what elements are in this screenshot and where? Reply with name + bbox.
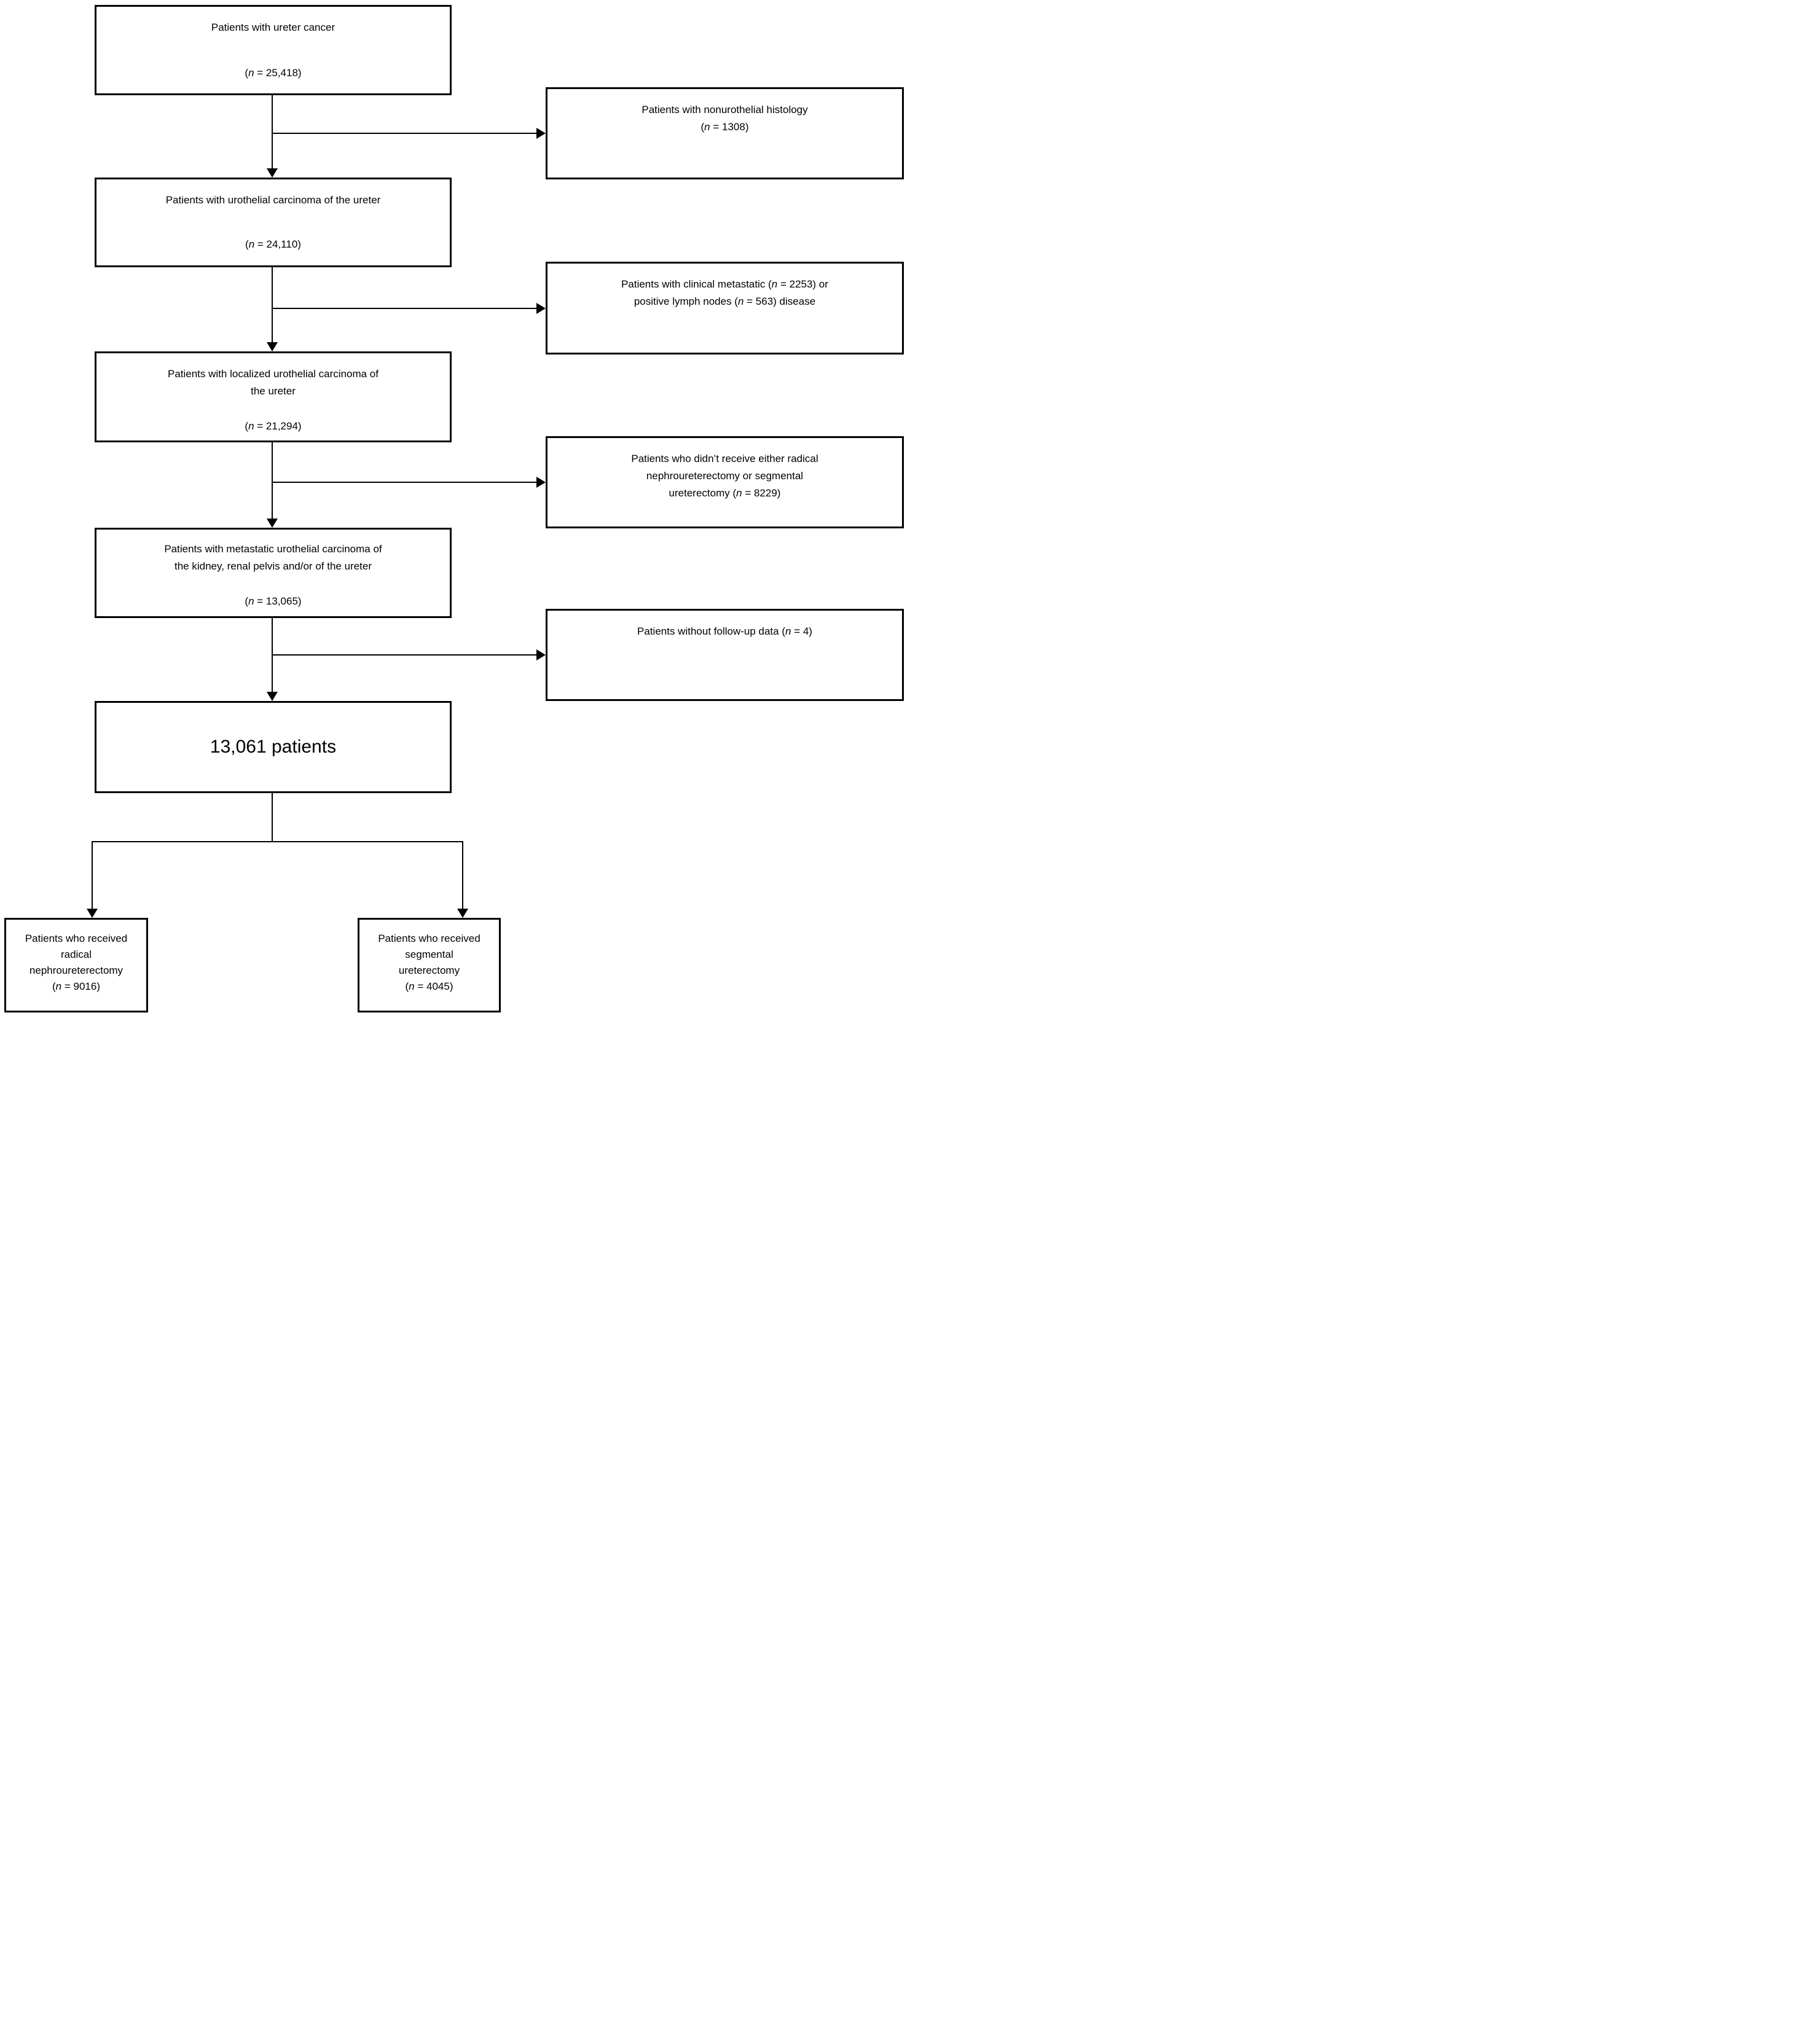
box-excluded-no-surgery: Patients who didn’t receive either radic… [546,436,904,528]
connector-horizontal [272,654,537,656]
down-arrowhead [267,519,278,528]
box-text-line: Patients with metastatic urothelial carc… [164,543,382,555]
box-text-line: segmental [405,949,453,960]
box-count: (n = 13,065) [245,595,302,607]
connector-vertical [272,442,273,519]
box-localized-urothelial-carcinoma: Patients with localized urothelial carci… [95,351,452,442]
box-excluded-no-followup: Patients without follow-up data (n = 4) [546,609,904,701]
box-count: (n = 4045) [405,981,453,992]
right-arrowhead [536,477,546,488]
box-count: (n = 1308) [700,121,749,133]
box-count: (n = 25,418) [245,67,302,79]
connector-horizontal [92,841,463,842]
box-final-cohort: 13,061 patients [95,701,452,793]
box-patients-ureter-cancer: Patients with ureter cancer (n = 25,418) [95,5,452,95]
patient-flow-diagram: Patients with ureter cancer (n = 25,418)… [0,0,910,1018]
box-count: (n = 24,110) [245,238,301,250]
box-text-line: the kidney, renal pelvis and/or of the u… [175,560,372,572]
box-text-line: ureterectomy [398,965,460,976]
box-text-line: Patients with ureter cancer [211,22,335,33]
down-arrowhead [267,692,278,701]
down-arrowhead [87,909,98,918]
box-text-line: Patients with localized urothelial carci… [167,368,379,380]
connector-horizontal [272,133,537,134]
right-arrowhead [536,303,546,314]
box-text-line: Patients with nonurothelial histology [641,104,808,116]
connector-horizontal [272,308,537,309]
box-text-line: nephroureterectomy or segmental [646,470,804,482]
down-arrowhead [457,909,468,918]
box-count: (n = 9016) [52,981,100,992]
box-text-line: Patients with urothelial carcinoma of th… [165,194,381,206]
box-text-line: the ureter [251,385,296,397]
box-text-line: Patients who didn’t receive either radic… [631,453,818,464]
box-urothelial-carcinoma-ureter: Patients with urothelial carcinoma of th… [95,178,452,267]
down-arrowhead [267,168,278,178]
box-count: (n = 21,294) [245,420,302,432]
box-metastatic-urothelial-carcinoma: Patients with metastatic urothelial carc… [95,528,452,618]
right-arrowhead [536,128,546,139]
box-text-line: positive lymph nodes (n = 563) disease [633,296,816,307]
box-excluded-nonurothelial-histology: Patients with nonurothelial histology (n… [546,87,904,179]
down-arrowhead [267,342,278,351]
box-text-line: Patients with clinical metastatic (n = 2… [621,278,828,290]
right-arrowhead [536,649,546,660]
box-segmental-ureterectomy: Patients who received segmental ureterec… [358,918,501,1012]
box-text-line: Patients who received [378,933,480,944]
box-text-line: Patients without follow-up data (n = 4) [637,625,812,637]
connector-horizontal [272,482,537,483]
box-text-line: nephroureterectomy [29,965,124,976]
connector-vertical [462,841,463,909]
box-text-line: Patients who received [25,933,128,944]
connector-vertical [272,95,273,169]
connector-vertical [272,267,273,342]
box-text-line: 13,061 patients [210,737,337,757]
box-text-line: radical [60,949,92,960]
box-text-line: ureterectomy (n = 8229) [669,487,781,499]
connector-vertical [92,841,93,909]
box-radical-nephroureterectomy: Patients who received radical nephrouret… [4,918,148,1012]
box-excluded-metastatic-or-node-positive: Patients with clinical metastatic (n = 2… [546,262,904,354]
connector-vertical [272,793,273,842]
